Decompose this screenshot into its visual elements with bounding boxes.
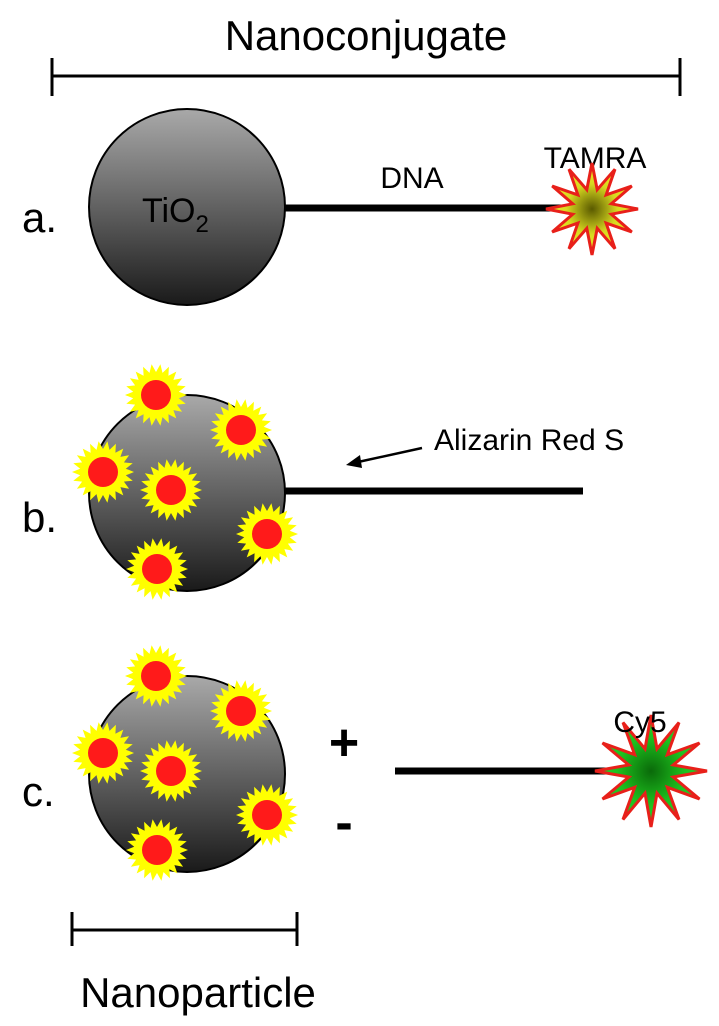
cy5-label: Cy5 <box>613 706 666 739</box>
alizarin-red-dye-c-core-6 <box>142 835 172 865</box>
tio2-label: TiO2 <box>142 192 209 238</box>
alizarin-red-dyes-c <box>72 645 298 881</box>
tamra-dye-star <box>545 162 639 256</box>
alizarin-red-dye-c-core-5 <box>252 800 282 830</box>
alizarin-red-dye-c-core-2 <box>226 696 256 726</box>
panel-a: a. TiO2 DNA TAMRA <box>22 108 647 306</box>
panel-c: c. + - Cy5 <box>22 645 708 881</box>
tio2-label-main: TiO <box>142 192 196 230</box>
alizarin-red-s-label: Alizarin Red S <box>434 424 624 457</box>
annotation-arrowhead <box>346 455 362 468</box>
alizarin-red-dyes-b <box>72 364 298 600</box>
tio2-label-subscript: 2 <box>196 211 209 238</box>
tamra-label: TAMRA <box>544 142 647 175</box>
nanoconjugate-title: Nanoconjugate <box>225 12 508 59</box>
annotation-arrow-line <box>357 446 423 464</box>
alizarin-red-dye-b-core-2 <box>226 415 256 445</box>
alizarin-red-dye-b-core-6 <box>142 554 172 584</box>
cy5-dye-star <box>594 714 708 828</box>
minus-sign: - <box>335 794 352 852</box>
nanoparticle-label: Nanoparticle <box>80 969 316 1016</box>
alizarin-red-dye-c-core-4 <box>156 756 186 786</box>
plus-sign: + <box>329 714 359 772</box>
alizarin-red-dye-c-core-1 <box>141 661 171 691</box>
nanoparticle-bracket <box>70 912 299 946</box>
dna-label: DNA <box>380 162 443 195</box>
alizarin-red-dye-b-core-1 <box>141 380 171 410</box>
alizarin-red-dye-b-core-4 <box>156 475 186 505</box>
nanoconjugate-bracket <box>50 58 682 96</box>
alizarin-red-dye-b-core-3 <box>88 457 118 487</box>
tio2-particle-a <box>88 108 286 306</box>
panel-b: b. Alizarin Red S <box>22 364 624 600</box>
panel-c-letter: c. <box>22 768 55 815</box>
alizarin-red-dye-c-core-3 <box>88 738 118 768</box>
panel-b-letter: b. <box>22 494 57 541</box>
panel-a-letter: a. <box>22 194 57 241</box>
alizarin-red-dye-b-core-5 <box>252 519 282 549</box>
